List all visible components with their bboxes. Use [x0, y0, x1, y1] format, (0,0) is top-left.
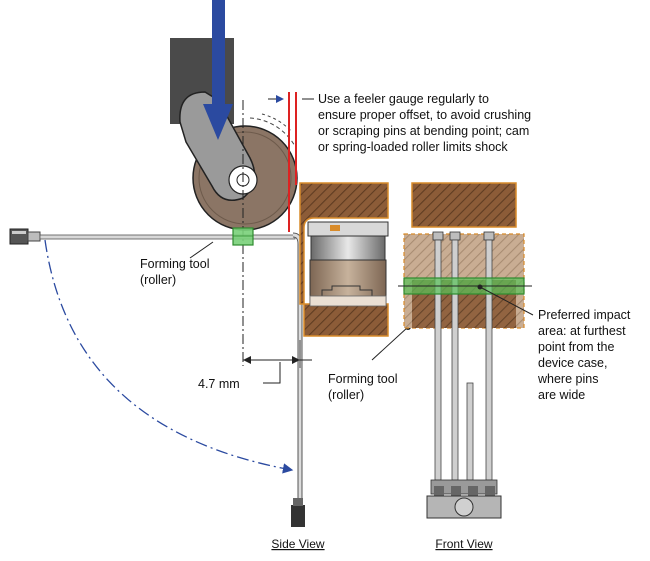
svg-text:Forming tool: Forming tool: [140, 257, 209, 271]
forming-tool-leader-right: [371, 326, 409, 361]
svg-text:point from the: point from the: [538, 340, 614, 354]
side-view-caption: Side View: [271, 537, 324, 551]
svg-text:or spring-loaded roller limits: or spring-loaded roller limits shock: [318, 140, 508, 154]
offset-dimension-label: 4.7 mm: [198, 377, 240, 391]
svg-text:or scraping pins at bending po: or scraping pins at bending point; cam: [318, 124, 529, 138]
svg-text:Use a feeler gauge regularly t: Use a feeler gauge regularly to: [318, 92, 489, 106]
svg-text:ensure proper offset, to avoid: ensure proper offset, to avoid crushing: [318, 108, 531, 122]
feeler-gauge-note: Use a feeler gauge regularly to ensure p…: [318, 92, 531, 154]
contact-point-marker: [232, 227, 254, 246]
bend-trajectory-arc: [44, 239, 294, 474]
svg-text:area: at furthest: area: at furthest: [538, 324, 626, 338]
rotation-indicator: [249, 117, 297, 149]
side-view: [9, 0, 411, 527]
forming-tool-label-left: Forming tool (roller): [140, 257, 209, 287]
impact-area-note: Preferred impact area: at furthest point…: [537, 308, 631, 402]
forming-block-side: [299, 182, 389, 337]
force-arrow: [203, 0, 233, 140]
front-view: [398, 182, 534, 519]
svg-text:(roller): (roller): [140, 273, 176, 287]
svg-text:are wide: are wide: [538, 388, 585, 402]
front-upper-block: [411, 182, 517, 228]
svg-text:Preferred impact: Preferred impact: [538, 308, 631, 322]
impact-leader: [479, 286, 534, 316]
front-connector: [426, 479, 502, 519]
svg-text:(roller): (roller): [328, 388, 364, 402]
feeler-gauge-lines: [268, 92, 314, 232]
svg-text:where pins: where pins: [537, 372, 598, 386]
svg-text:Forming tool: Forming tool: [328, 372, 397, 386]
forming-tool-label-right: Forming tool (roller): [328, 372, 397, 402]
pin-3: [466, 382, 474, 481]
forming-tool-leader-left: [189, 241, 214, 259]
front-view-caption: Front View: [435, 537, 492, 551]
offset-dimension: [243, 340, 312, 384]
device-lead: [9, 228, 305, 527]
svg-text:device case,: device case,: [538, 356, 607, 370]
